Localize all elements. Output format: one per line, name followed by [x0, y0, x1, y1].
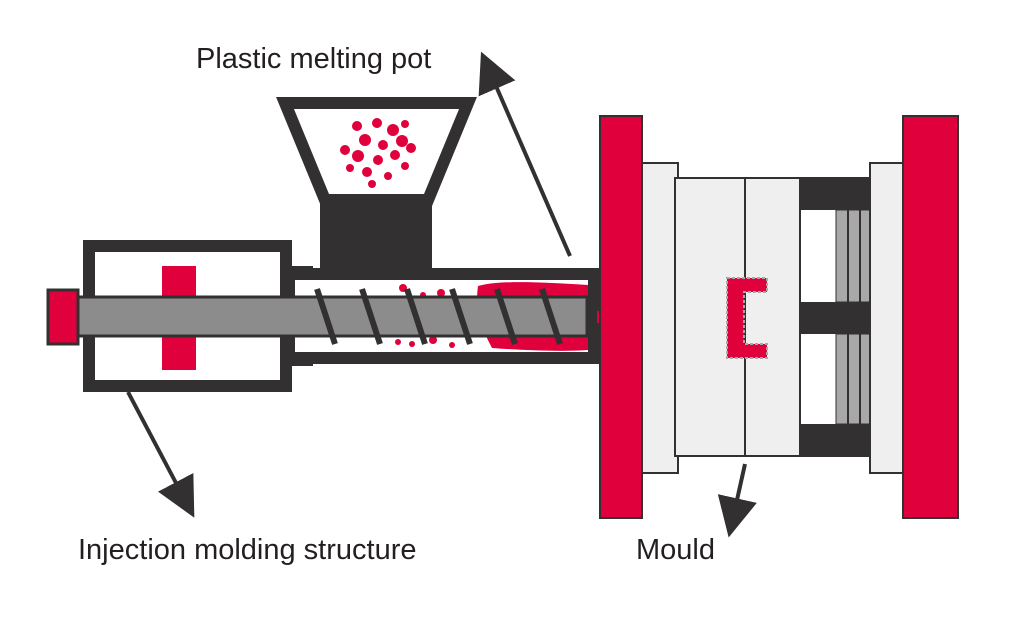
mould-assembly — [599, 115, 959, 519]
pot-arrow — [478, 51, 572, 257]
plastic-pellets — [340, 118, 416, 188]
mould-arrow — [717, 463, 757, 538]
molded-part — [726, 277, 768, 359]
callout-arrows — [126, 51, 757, 538]
injection-molding-structure-label: Injection molding structure — [78, 534, 417, 566]
screw-flights — [314, 288, 563, 345]
hopper — [276, 97, 477, 272]
plastic-melting-pot-label: Plastic melting pot — [196, 43, 432, 75]
mould-label: Mould — [636, 534, 715, 566]
injection-arrow — [126, 391, 195, 518]
